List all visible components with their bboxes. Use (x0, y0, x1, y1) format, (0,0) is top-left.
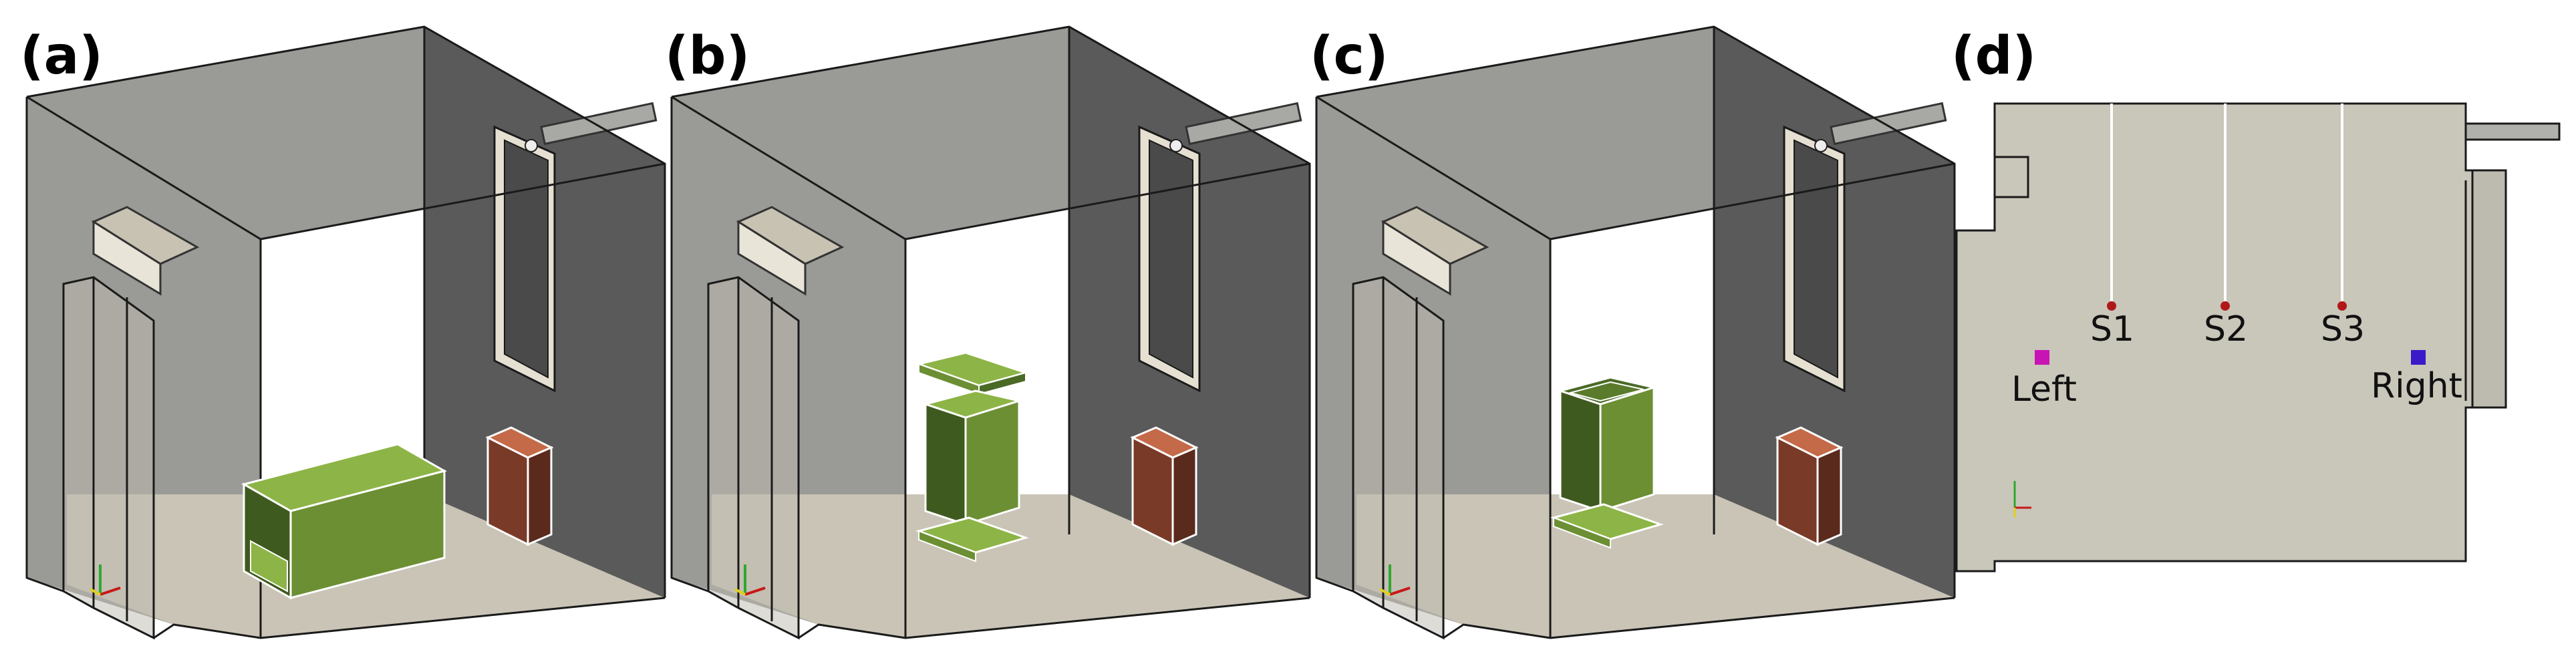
top-view-floorplan: S1 S2 S3 Left Right (1955, 102, 2561, 572)
axes-triad-icon (2013, 481, 2031, 518)
sensor-s2-dot (2221, 301, 2230, 311)
object-vertical-open-box (1550, 376, 1664, 549)
room-model-c (1315, 25, 1956, 639)
panel-label-b: (b) (665, 26, 750, 86)
sensor-s3-dot (2337, 301, 2347, 311)
object-vertical-box-with-lid (915, 351, 1030, 562)
right-marker (2411, 350, 2426, 365)
panel-label-d: (d) (1951, 26, 2036, 86)
object-horizontal-box (241, 443, 447, 600)
sensor-s2-label: S2 (2204, 309, 2248, 349)
sensor-s3-label: S3 (2321, 309, 2365, 349)
right-marker-label: Right (2371, 366, 2462, 406)
left-marker (2035, 350, 2049, 365)
sensor-s1-dot (2107, 301, 2116, 311)
panel-a: (a) (20, 25, 666, 639)
panel-b: (b) (665, 25, 1311, 639)
panel-label-c: (c) (1310, 26, 1389, 86)
sensor-s1-label: S1 (2090, 309, 2134, 349)
panel-label-a: (a) (20, 26, 103, 86)
panel-d: (d) S1 S2 S3 Left Right (1951, 26, 2561, 572)
left-marker-label: Left (2011, 369, 2077, 409)
panel-c: (c) (1310, 25, 1956, 639)
